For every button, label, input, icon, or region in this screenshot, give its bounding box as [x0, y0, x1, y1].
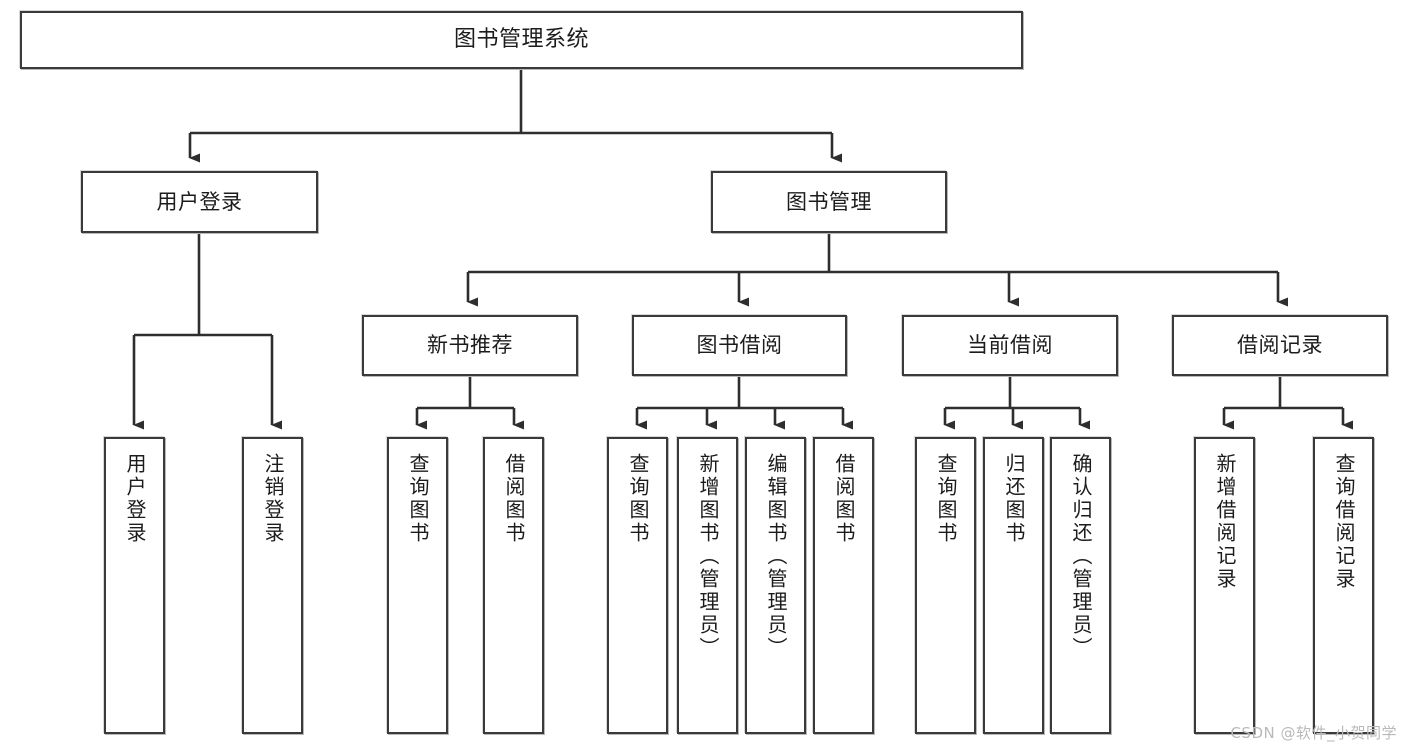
node-label: 图书借阅: [696, 333, 783, 358]
leaf-query-book-recommend[interactable]: 查询图书: [387, 437, 448, 734]
node-label: 图书管理系统: [453, 27, 589, 53]
leaf-borrow-book[interactable]: 借阅图书: [813, 437, 874, 734]
leaf-query-book-borrow[interactable]: 查询图书: [607, 437, 668, 734]
node-label: 借阅图书: [502, 453, 526, 545]
node-label: 查询图书: [406, 453, 430, 545]
node-label: 查询借阅记录: [1332, 453, 1356, 591]
node-label: 图书管理: [786, 189, 872, 214]
node-label: 新增图书（管理员）: [696, 453, 720, 660]
leaf-confirm-return-admin[interactable]: 确认归还（管理员）: [1050, 437, 1111, 734]
node-label: 借阅图书: [832, 453, 856, 545]
node-label: 编辑图书（管理员）: [764, 453, 788, 660]
leaf-return-book[interactable]: 归还图书: [983, 437, 1044, 734]
node-label: 确认归还（管理员）: [1069, 453, 1093, 660]
leaf-query-book-current[interactable]: 查询图书: [915, 437, 976, 734]
node-label: 查询图书: [626, 453, 650, 545]
node-book-borrow[interactable]: 图书借阅: [632, 315, 847, 376]
leaf-add-borrow-record[interactable]: 新增借阅记录: [1194, 437, 1255, 734]
leaf-borrow-book-recommend[interactable]: 借阅图书: [483, 437, 544, 734]
node-root-system[interactable]: 图书管理系统: [20, 11, 1023, 69]
node-user-login[interactable]: 用户登录: [81, 171, 318, 233]
node-book-management[interactable]: 图书管理: [711, 171, 947, 233]
leaf-edit-book-admin[interactable]: 编辑图书（管理员）: [745, 437, 806, 734]
watermark: CSDN @软件_小贺同学: [1230, 724, 1397, 742]
node-label: 新书推荐: [427, 333, 513, 358]
node-label: 用户登录: [156, 189, 243, 214]
leaf-logout[interactable]: 注销登录: [242, 437, 303, 734]
node-label: 注销登录: [261, 453, 285, 545]
node-label: 新增借阅记录: [1213, 453, 1237, 591]
node-new-book-recommend[interactable]: 新书推荐: [362, 315, 578, 376]
node-label: 归还图书: [1002, 453, 1026, 545]
node-label: 用户登录: [123, 453, 147, 545]
node-current-borrow[interactable]: 当前借阅: [902, 315, 1118, 376]
leaf-user-login[interactable]: 用户登录: [104, 437, 165, 734]
node-borrow-record[interactable]: 借阅记录: [1172, 315, 1388, 376]
node-label: 查询图书: [934, 453, 958, 545]
leaf-add-book-admin[interactable]: 新增图书（管理员）: [677, 437, 738, 734]
node-label: 当前借阅: [967, 333, 1053, 358]
node-label: 借阅记录: [1237, 333, 1323, 358]
leaf-query-borrow-record[interactable]: 查询借阅记录: [1313, 437, 1374, 734]
